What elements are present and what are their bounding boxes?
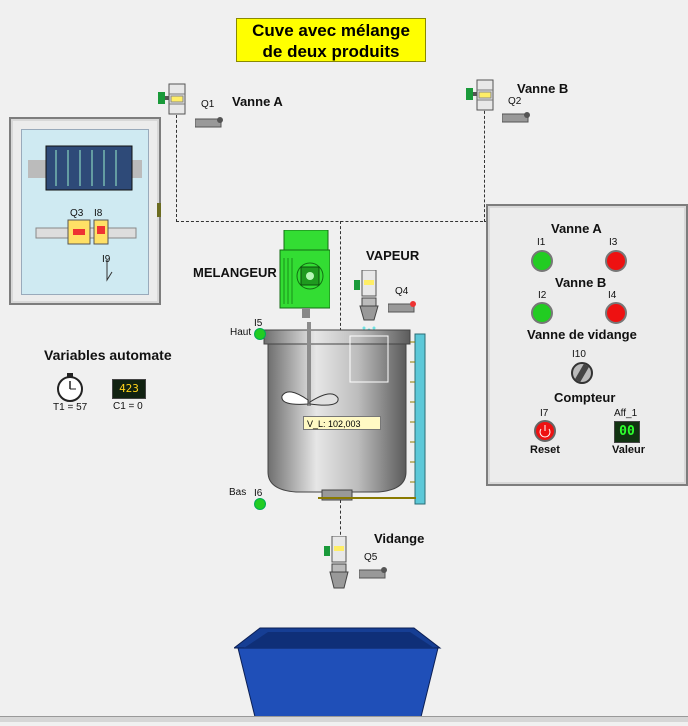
sensor-bas-label: Bas: [229, 487, 247, 498]
status-bar: [0, 716, 688, 722]
panel-selector-switch[interactable]: [570, 361, 594, 385]
control-panel: Vanne A I1 I3 Vanne B I2 I4 Vanne de vid…: [486, 204, 688, 486]
vanne-a-valve[interactable]: [158, 82, 198, 116]
panel-i4-lamp: [605, 302, 627, 324]
panel-i1-button[interactable]: [531, 250, 553, 272]
mixer-motor[interactable]: [278, 229, 331, 318]
stopwatch-icon: [55, 372, 87, 402]
vanne-a-label: Vanne A: [232, 94, 283, 109]
reset-icon: [534, 420, 556, 442]
sensor-bas-input: I6: [254, 488, 263, 499]
page-title: Cuve avec mélange de deux produits: [236, 18, 426, 62]
vidange-valve[interactable]: [324, 535, 354, 598]
panel-value-display: 00: [614, 421, 640, 443]
counter-display: 423: [112, 379, 146, 399]
vapeur-output: Q4: [395, 286, 409, 297]
panel-vanne-vidange-label: Vanne de vidange: [527, 327, 637, 342]
vanne-b-label: Vanne B: [517, 81, 569, 96]
mixer-label: MELANGEUR: [193, 265, 277, 280]
timer-value: T1 = 57: [53, 402, 88, 413]
reset-button[interactable]: [534, 420, 556, 442]
steam-valve-icon: [354, 269, 379, 336]
vidange-actuator: [358, 566, 389, 580]
plc-i8-label: I8: [94, 208, 103, 219]
pipe-vanne-b: [484, 106, 485, 222]
rotary-switch-icon: [571, 362, 593, 384]
hopper-icon: [232, 627, 442, 722]
panel-aff-label: Aff_1: [614, 408, 638, 419]
pipe-feed: [340, 221, 341, 336]
vidange-output: Q5: [364, 552, 378, 563]
panel-i4-label: I4: [608, 290, 617, 301]
plc-rack-icon: [28, 145, 142, 282]
panel-vanne-b-label: Vanne B: [555, 275, 607, 290]
panel-i7-label: I7: [540, 408, 549, 419]
vanne-b-actuator: [501, 110, 532, 123]
panel-i10-label: I10: [572, 349, 586, 360]
panel-valeur-label: Valeur: [612, 444, 646, 456]
pipe-main: [176, 221, 488, 222]
variables-title: Variables automate: [44, 347, 172, 363]
sensor-haut-label: Haut: [230, 327, 252, 338]
vapeur-actuator: [387, 300, 418, 314]
vanne-b-output: Q2: [508, 96, 522, 107]
vanne-a-actuator: [194, 115, 225, 128]
vanne-b-valve[interactable]: [466, 78, 506, 112]
panel-reset-label: Reset: [530, 444, 560, 456]
vidange-label: Vidange: [374, 531, 425, 546]
pipe-vanne-a: [176, 110, 177, 222]
cabinet-handle[interactable]: [157, 203, 161, 217]
panel-i3-lamp: [605, 250, 627, 272]
valve-icon: [158, 83, 186, 115]
plc-i9-label: I9: [102, 254, 111, 265]
sensor-haut-input: I5: [254, 318, 263, 329]
vapeur-valve[interactable]: [354, 269, 384, 340]
plc-cabinet: Q3 I8 I9: [9, 117, 161, 305]
panel-vanne-a-label: Vanne A: [551, 221, 602, 236]
panel-compteur-label: Compteur: [554, 390, 616, 405]
motor-icon: [279, 229, 331, 318]
sensor-bas-lamp[interactable]: [254, 498, 266, 510]
sensor-haut-lamp[interactable]: [254, 328, 266, 340]
plc-cabinet-inner: Q3 I8 I9: [21, 129, 149, 295]
vanne-a-output: Q1: [201, 99, 215, 110]
vapeur-label: VAPEUR: [366, 248, 420, 263]
counter-value: C1 = 0: [113, 401, 143, 412]
panel-i2-label: I2: [538, 290, 547, 301]
valve-icon: [466, 79, 494, 111]
tank-level-display: V_L: 102,003: [303, 416, 381, 430]
panel-i2-button[interactable]: [531, 302, 553, 324]
collection-hopper: [232, 626, 444, 722]
panel-i3-label: I3: [609, 237, 618, 248]
pipe-drain: [340, 500, 341, 540]
panel-i1-label: I1: [537, 237, 546, 248]
drain-valve-icon: [324, 535, 349, 589]
plc-q3-label: Q3: [70, 208, 84, 219]
